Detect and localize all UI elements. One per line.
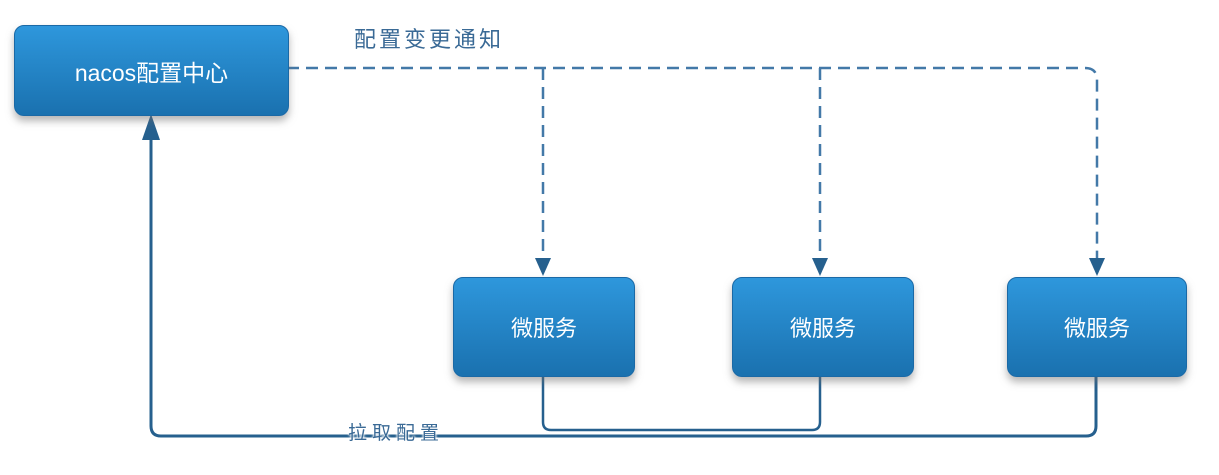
node-microservice-label: 微服务 <box>789 316 856 341</box>
node-microservice-label: 微服务 <box>1063 316 1130 341</box>
arrow-down-icon <box>535 258 551 276</box>
arrow-up-icon <box>142 114 160 140</box>
pull-solid-line <box>149 140 1098 438</box>
pull-config-label: 拉取配置 <box>348 423 445 444</box>
pull-branch-services <box>541 375 822 432</box>
node-config-center-label: nacos配置中心 <box>74 59 229 86</box>
node-microservice-2: 微服务 <box>732 277 914 377</box>
arrow-down-icon <box>1089 258 1105 276</box>
push-dashed-line <box>287 66 1099 258</box>
push-notification-label: 配置变更通知 <box>354 27 505 52</box>
node-microservice-1: 微服务 <box>453 277 635 377</box>
node-microservice-3: 微服务 <box>1007 277 1187 377</box>
arrow-down-icon <box>812 258 828 276</box>
node-config-center: nacos配置中心 <box>14 25 289 116</box>
node-microservice-label: 微服务 <box>510 316 577 341</box>
